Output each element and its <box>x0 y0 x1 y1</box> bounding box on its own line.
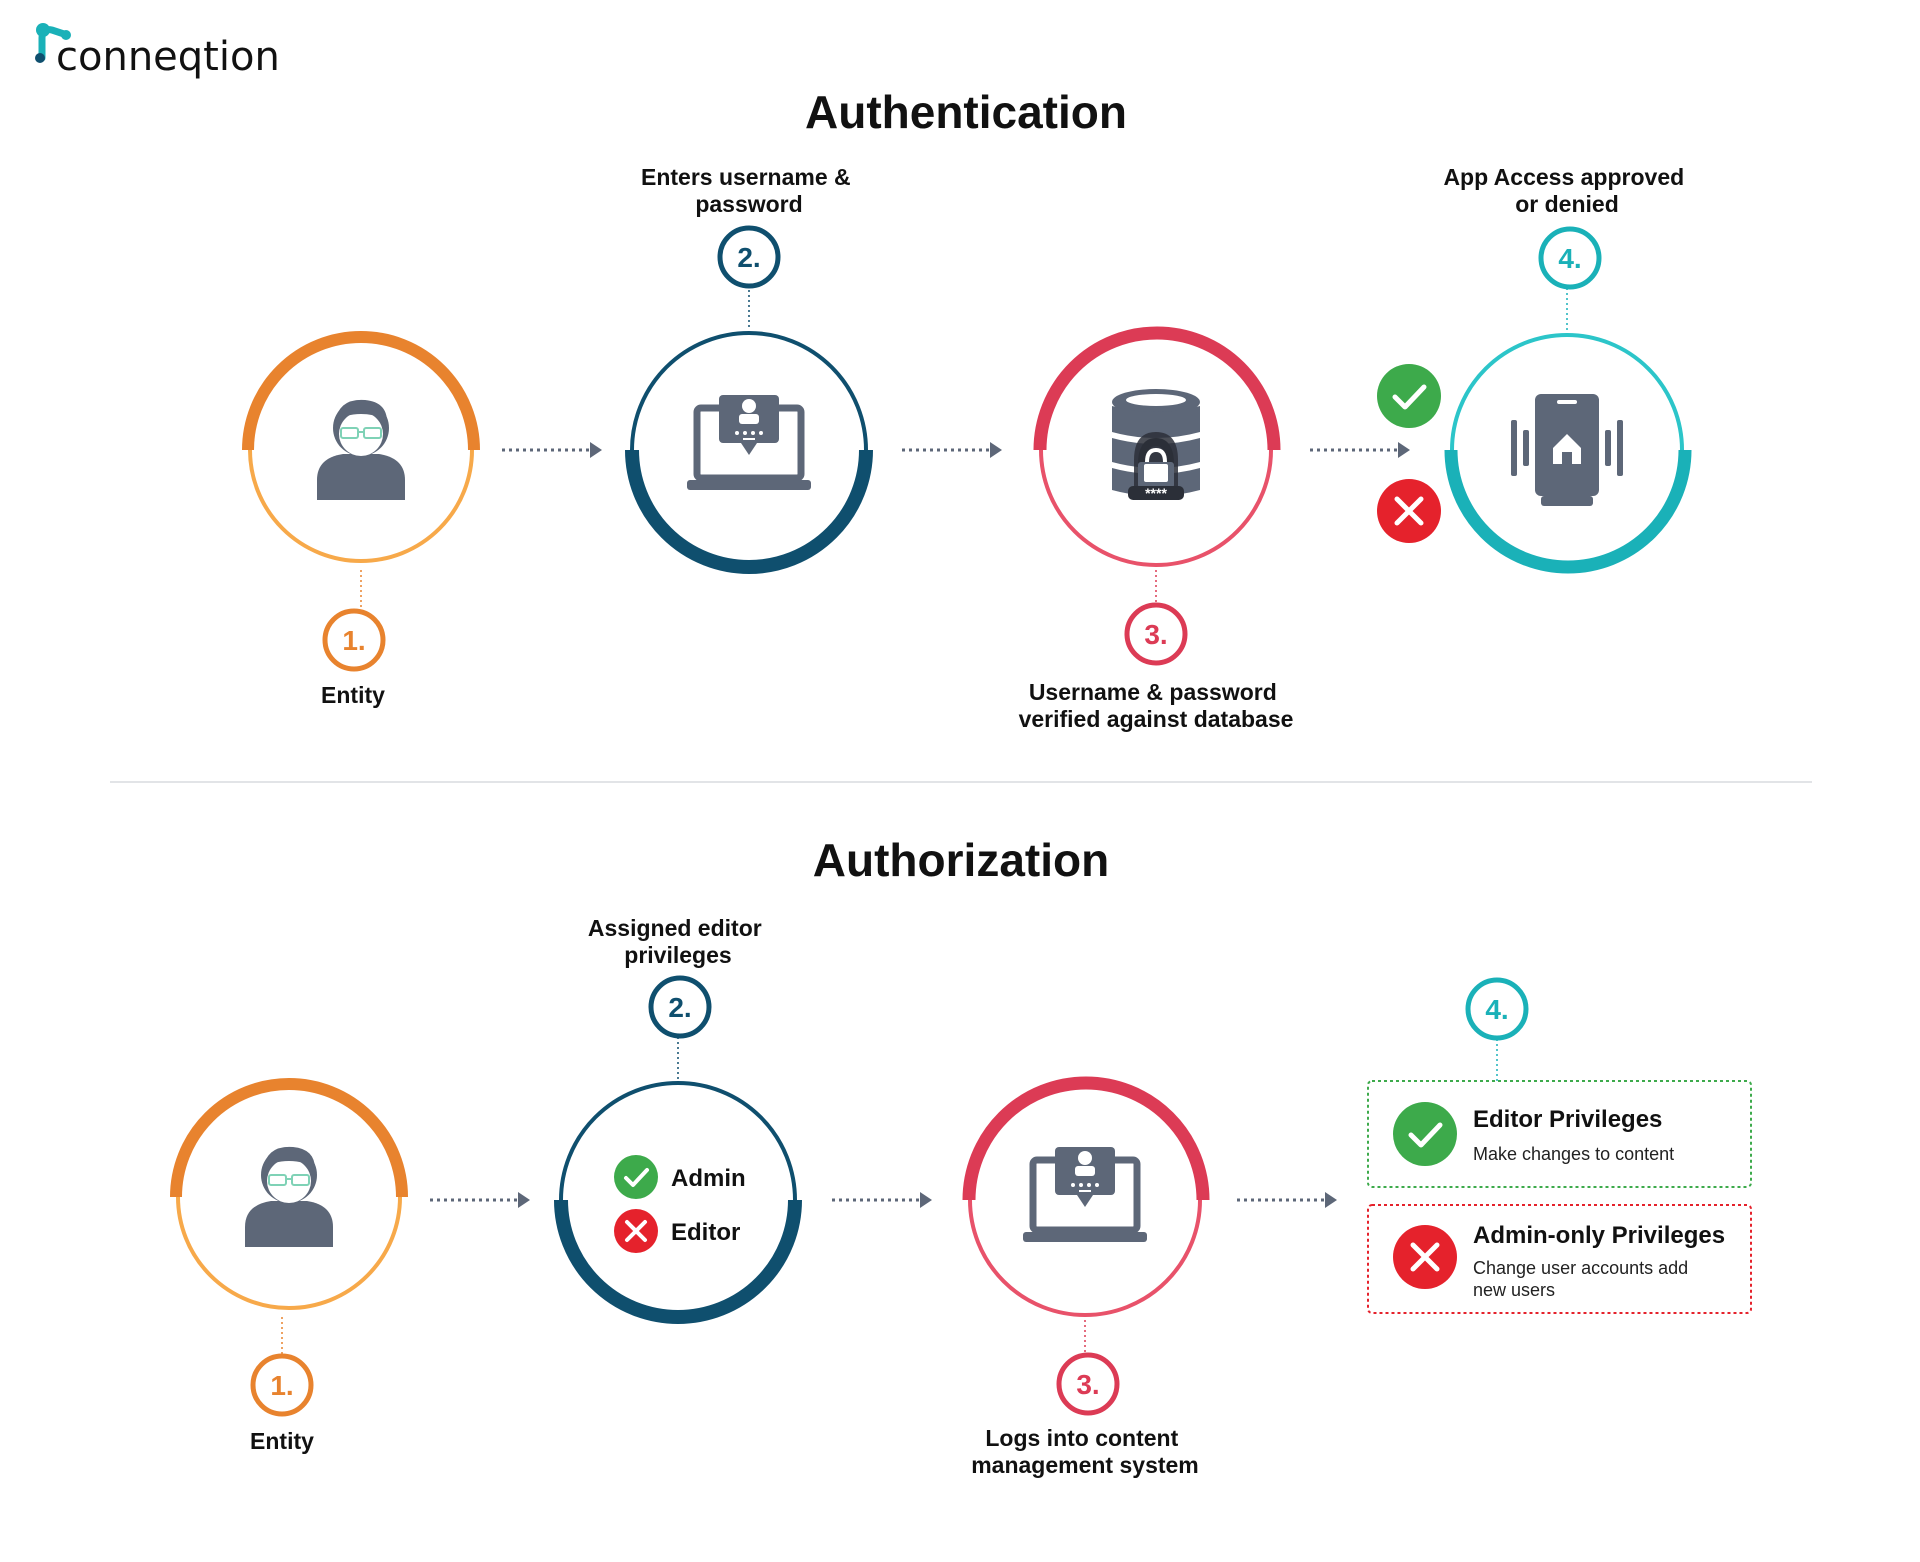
check-icon <box>614 1155 658 1199</box>
role-admin: Admin <box>614 1155 746 1199</box>
authz-step-2-number: 2. <box>668 992 691 1023</box>
auth-step-3: **** 3. Username & password verified aga… <box>1019 326 1294 732</box>
auth-step-1-label: Entity <box>321 682 385 708</box>
authz-step-2: Assigned editor privileges 2. Admin Edit… <box>554 915 802 1324</box>
arrow-connector <box>902 442 1002 458</box>
auth-step-4-number: 4. <box>1558 243 1581 274</box>
arrow-connector <box>502 442 602 458</box>
authz-step-1: 1. Entity <box>170 1078 408 1454</box>
database-lock-icon: **** <box>1112 389 1200 501</box>
editor-privileges-title: Editor Privileges <box>1473 1106 1662 1133</box>
user-icon <box>317 399 405 500</box>
authz-step-4-number: 4. <box>1485 994 1508 1025</box>
arrow-connector <box>430 1192 530 1208</box>
auth-step-4-label: App Access approved or denied <box>1443 164 1690 217</box>
authz-step-3: 3. Logs into content management system <box>962 1076 1210 1478</box>
cross-icon <box>614 1209 658 1253</box>
admin-privileges-desc: Change user accounts add new users <box>1473 1258 1693 1300</box>
denied-icon <box>1377 479 1441 543</box>
authz-step-3-label: Logs into content management system <box>971 1425 1199 1478</box>
auth-step-1: 1. Entity <box>242 331 480 708</box>
laptop-icon <box>687 395 811 490</box>
arrow-connector <box>1237 1192 1337 1208</box>
role-admin-label: Admin <box>671 1165 746 1192</box>
auth-step-3-label: Username & password verified against dat… <box>1019 679 1294 732</box>
svg-text:****: **** <box>1145 485 1167 501</box>
role-editor: Editor <box>614 1209 740 1253</box>
brand-logo: conneqtion <box>35 23 280 80</box>
laptop-icon <box>1023 1147 1147 1242</box>
authz-step-1-number: 1. <box>270 1370 293 1401</box>
auth-step-4: App Access approved or denied 4. <box>1443 164 1692 574</box>
arrow-connector <box>832 1192 932 1208</box>
authorization-title: Authorization <box>813 834 1109 886</box>
cross-icon <box>1393 1225 1457 1289</box>
admin-privileges-card: Admin-only Privileges Change user accoun… <box>1367 1204 1752 1314</box>
authentication-title: Authentication <box>805 86 1127 138</box>
admin-privileges-title: Admin-only Privileges <box>1473 1222 1725 1249</box>
auth-step-2: Enters username & password 2. <box>625 164 873 574</box>
authz-step-1-label: Entity <box>250 1428 314 1454</box>
authz-step-4: 4. Editor Privileges Make changes to con… <box>1367 977 1752 1314</box>
editor-privileges-desc: Make changes to content <box>1473 1144 1674 1164</box>
logo-mark-icon <box>35 23 71 63</box>
arrow-connector <box>1310 442 1410 458</box>
user-icon <box>245 1146 333 1247</box>
mobile-app-icon <box>1511 394 1623 506</box>
approved-icon <box>1377 364 1441 428</box>
authz-step-3-number: 3. <box>1076 1369 1099 1400</box>
check-icon <box>1393 1102 1457 1166</box>
editor-privileges-card: Editor Privileges Make changes to conten… <box>1367 1080 1752 1188</box>
role-editor-label: Editor <box>671 1219 740 1246</box>
auth-step-1-number: 1. <box>342 625 365 656</box>
logo-wordmark: conneqtion <box>56 34 280 80</box>
auth-step-2-number: 2. <box>737 242 760 273</box>
auth-step-3-number: 3. <box>1144 619 1167 650</box>
authz-step-2-label: Assigned editor privileges <box>588 915 768 968</box>
auth-step-2-label: Enters username & password <box>641 164 857 217</box>
